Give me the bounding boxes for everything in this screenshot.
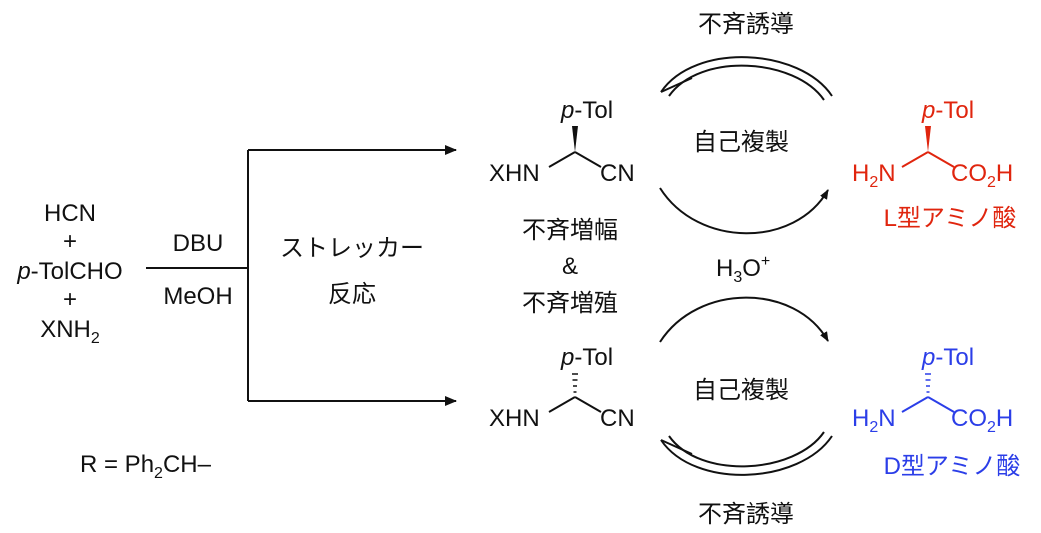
- bottom-cycle: 自己複製 不斉誘導: [659, 296, 833, 528]
- strecker-label-1: ストレッカー: [280, 235, 424, 262]
- l-aa-ptol: p-Tol: [921, 97, 974, 124]
- condition-solvent: MeOH: [163, 283, 232, 310]
- d-amino-acid: p-Tol H2N CO2H D型アミノ酸: [852, 344, 1020, 480]
- reactants: HCN + p-TolCHO + XNH2: [16, 200, 122, 347]
- reactant-hcn: HCN: [44, 200, 96, 227]
- l-nitrile-bond-right: [574, 151, 602, 168]
- propagation-label: 不斉増殖: [522, 290, 618, 317]
- d-amino-acid-label: D型アミノ酸: [884, 453, 1021, 480]
- bottom-induction-label: 不斉誘導: [698, 501, 794, 528]
- d-nitrile-cn: CN: [600, 405, 635, 432]
- top-induction-arrow-outer: [660, 56, 833, 97]
- bottom-induction-arrow-barb: [660, 439, 693, 455]
- d-aa-bond-left: [901, 396, 929, 413]
- l-nitrile-wedge-bond: [572, 126, 578, 152]
- bottom-hydrolysis-arrow: [659, 296, 829, 343]
- top-induction-label: 不斉誘導: [698, 11, 794, 38]
- amplification-label: 不斉増幅: [522, 217, 618, 244]
- d-nitrile-hash-bond: [572, 373, 578, 393]
- reactant-amine: XNH2: [40, 316, 100, 347]
- conditions: DBU MeOH ストレッカー 反応: [146, 145, 457, 406]
- d-aa-co2h: CO2H: [951, 405, 1013, 436]
- d-aa-ptol: p-Tol: [921, 344, 974, 371]
- l-amino-acid-label: L型アミノ酸: [884, 205, 1017, 232]
- hydrolysis-reagent: H3O+: [716, 253, 770, 286]
- d-nitrile-xhn: XHN: [489, 405, 540, 432]
- d-nitrile-bond-right: [574, 396, 602, 413]
- reactant-plus-1: +: [63, 228, 77, 255]
- top-cycle: 不斉誘導 自己複製: [659, 11, 833, 235]
- r-definition: R = Ph2CH–: [80, 451, 212, 482]
- l-nitrile-bond-left: [548, 151, 576, 168]
- bottom-induction-arrow-outer: [660, 435, 833, 476]
- l-nitrile-ptol: p-Tol: [560, 97, 613, 124]
- top-replication-label: 自己複製: [693, 129, 789, 156]
- l-aa-wedge-bond: [925, 126, 931, 152]
- l-nitrile-cn: CN: [600, 160, 635, 187]
- l-aa-h2n: H2N: [852, 160, 896, 191]
- d-aa-bond-right: [927, 396, 955, 413]
- l-aminonitrile: p-Tol XHN CN: [489, 97, 635, 187]
- d-nitrile-bond-left: [548, 396, 576, 413]
- d-aminonitrile: p-Tol XHN CN: [489, 344, 635, 432]
- strecker-label-2: 反応: [328, 281, 376, 308]
- ampersand: &: [562, 253, 578, 280]
- reactant-aldehyde: p-TolCHO: [16, 258, 122, 285]
- top-hydrolysis-arrow: [659, 187, 829, 235]
- d-nitrile-ptol: p-Tol: [560, 344, 613, 371]
- l-nitrile-xhn: XHN: [489, 160, 540, 187]
- d-aa-h2n: H2N: [852, 405, 896, 436]
- l-amino-acid: p-Tol H2N CO2H L型アミノ酸: [852, 97, 1016, 232]
- d-aa-hash-bond: [925, 373, 931, 393]
- amplification-labels: 不斉増幅 & 不斉増殖: [522, 217, 618, 317]
- bottom-replication-label: 自己複製: [693, 377, 789, 404]
- l-aa-bond-left: [901, 151, 929, 168]
- l-aa-bond-right: [927, 151, 955, 168]
- reactant-plus-2: +: [63, 286, 77, 313]
- condition-base: DBU: [173, 230, 224, 257]
- top-induction-arrow-barb: [660, 77, 693, 93]
- l-aa-co2h: CO2H: [951, 160, 1013, 191]
